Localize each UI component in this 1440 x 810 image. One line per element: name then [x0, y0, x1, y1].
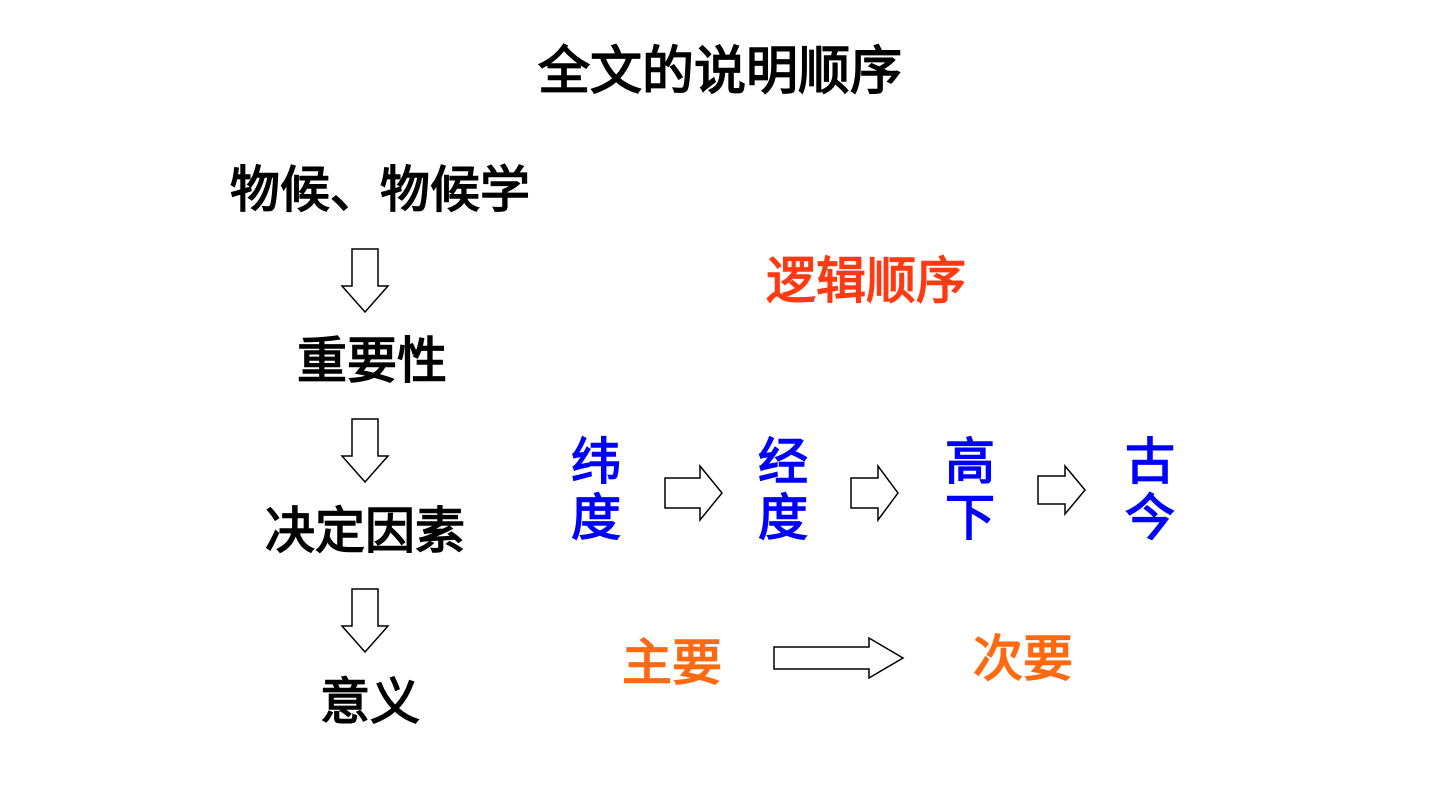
- right-arrow-icon: [664, 463, 723, 523]
- sequence-item-longitude: 经度: [758, 433, 808, 547]
- slide-title: 全文的说明顺序: [537, 42, 902, 102]
- chain-item-factors: 决定因素: [265, 502, 465, 560]
- sequence-item-altitude: 高下: [945, 433, 995, 547]
- down-arrow-icon: [340, 418, 390, 484]
- down-arrow-icon: [340, 248, 390, 314]
- chain-item-significance: 意义: [320, 673, 420, 731]
- logic-order-label: 逻辑顺序: [766, 252, 966, 310]
- right-arrow-icon: [1037, 463, 1086, 517]
- chain-item-importance: 重要性: [297, 332, 447, 390]
- sequence-item-ancient-modern: 古今: [1125, 433, 1175, 547]
- sequence-item-latitude: 纬度: [571, 433, 621, 547]
- priority-secondary: 次要: [973, 630, 1073, 688]
- right-arrow-icon: [850, 463, 899, 523]
- priority-primary: 主要: [622, 634, 722, 692]
- down-arrow-icon: [340, 588, 390, 654]
- chain-item-phenology: 物候、物候学: [230, 161, 530, 219]
- long-right-arrow-icon: [773, 636, 905, 680]
